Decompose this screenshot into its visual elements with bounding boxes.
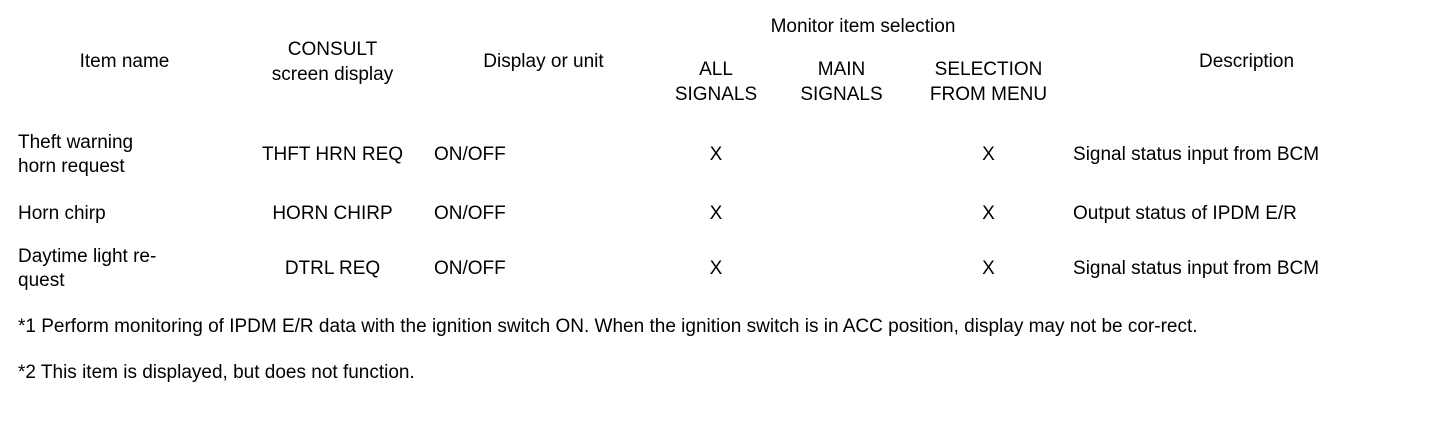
column-header-all-signals-line2: SIGNALS — [674, 83, 758, 105]
cell-all-signals-mark: X — [709, 257, 723, 279]
footnote-1: *1 Perform monitoring of IPDM E/R data w… — [18, 316, 1198, 337]
table-header: Item name CONSULT screen display Display… — [18, 7, 1420, 118]
cell-display-or-unit: ON/OFF — [434, 236, 653, 302]
column-header-main-signals-line1: MAIN — [817, 59, 866, 81]
cell-selection-from-menu: X — [904, 118, 1073, 192]
cell-item-name-line1: Horn chirp — [18, 202, 106, 224]
column-header-main-signals-line2: SIGNALS — [800, 83, 883, 105]
cell-all-signals: X — [653, 118, 779, 192]
cell-item-name-line2: quest — [18, 270, 65, 291]
cell-item-name-line1: Theft warning — [18, 131, 134, 153]
column-header-monitor-item-selection: Monitor item selection — [653, 7, 1073, 47]
cell-all-signals-mark: X — [709, 143, 723, 165]
cell-all-signals-mark: X — [709, 202, 723, 224]
cell-item-name-line2: horn request — [18, 156, 125, 177]
column-header-all-signals-line1: ALL — [699, 59, 733, 81]
cell-description: Output status of IPDM E/R — [1073, 192, 1420, 236]
cell-description-text: Output status of IPDM E/R — [1073, 202, 1297, 224]
cell-selection-from-menu: X — [904, 192, 1073, 236]
column-header-consult-line1: CONSULT — [287, 39, 378, 61]
cell-display-or-unit: ON/OFF — [434, 192, 653, 236]
cell-selection-from-menu-mark: X — [982, 257, 995, 279]
footnote-2: *2 This item is displayed, but does not … — [18, 362, 415, 384]
cell-display-or-unit-value: ON/OFF — [434, 257, 506, 279]
cell-description: Signal status input from BCM — [1073, 236, 1420, 302]
header-row-bottom: ALL SIGNALS MAIN SIGNALS SELECTION FROM … — [18, 47, 1420, 118]
cell-consult-value: HORN CHIRP — [272, 202, 393, 224]
cell-selection-from-menu-mark: X — [982, 202, 995, 224]
cell-main-signals — [779, 118, 904, 192]
cell-description: Signal status input from BCM — [1073, 118, 1420, 192]
cell-description-text: Signal status input from BCM — [1073, 257, 1320, 279]
cell-item-name: Theft warning horn request — [18, 118, 231, 192]
table-row: Theft warning horn request THFT HRN REQ … — [18, 118, 1420, 192]
monitor-item-table-wrapper: Item name CONSULT screen display Display… — [18, 7, 1420, 302]
column-header-item-name: Item name — [18, 7, 231, 118]
column-header-main-signals: MAIN SIGNALS — [779, 47, 904, 118]
column-header-all-signals: ALL SIGNALS — [653, 47, 779, 118]
cell-all-signals: X — [653, 236, 779, 302]
column-header-selection-from-menu-line1: SELECTION — [934, 59, 1043, 81]
column-header-display-or-unit: Display or unit — [434, 7, 653, 118]
column-header-display-or-unit-label: Display or unit — [483, 51, 604, 73]
cell-selection-from-menu-mark: X — [982, 143, 995, 165]
column-header-monitor-item-selection-label: Monitor item selection — [770, 15, 956, 37]
cell-item-name: Daytime light re- quest — [18, 236, 231, 302]
column-header-selection-from-menu: SELECTION FROM MENU — [904, 47, 1073, 118]
cell-display-or-unit: ON/OFF — [434, 118, 653, 192]
table-row: Daytime light re- quest DTRL REQ ON/OFF … — [18, 236, 1420, 302]
cell-consult-screen-display: DTRL REQ — [231, 236, 434, 302]
footnotes: *1 Perform monitoring of IPDM E/R data w… — [18, 312, 1442, 388]
cell-display-or-unit-value: ON/OFF — [434, 202, 506, 224]
column-header-selection-from-menu-line2: FROM MENU — [929, 83, 1048, 105]
column-header-consult-line2: screen display — [271, 63, 394, 85]
cell-all-signals: X — [653, 192, 779, 236]
column-header-consult-screen-display: CONSULT screen display — [231, 7, 434, 118]
cell-consult-screen-display: THFT HRN REQ — [231, 118, 434, 192]
cell-consult-value: DTRL REQ — [284, 257, 381, 279]
cell-main-signals — [779, 192, 904, 236]
cell-description-text: Signal status input from BCM — [1073, 143, 1320, 165]
table-body: Theft warning horn request THFT HRN REQ … — [18, 118, 1420, 302]
cell-consult-value: THFT HRN REQ — [261, 143, 404, 165]
header-row-top: Item name CONSULT screen display Display… — [18, 7, 1420, 85]
cell-consult-screen-display: HORN CHIRP — [231, 192, 434, 236]
cell-item-name-line1: Daytime light re- — [18, 245, 157, 267]
column-header-item-name-label: Item name — [79, 51, 170, 73]
cell-item-name: Horn chirp — [18, 192, 231, 236]
cell-display-or-unit-value: ON/OFF — [434, 143, 506, 165]
column-header-description: Description — [1073, 7, 1420, 118]
monitor-item-table: Item name CONSULT screen display Display… — [18, 7, 1420, 302]
column-header-description-label: Description — [1198, 51, 1295, 73]
table-row: Horn chirp HORN CHIRP ON/OFF X — [18, 192, 1420, 236]
cell-selection-from-menu: X — [904, 236, 1073, 302]
cell-main-signals — [779, 236, 904, 302]
